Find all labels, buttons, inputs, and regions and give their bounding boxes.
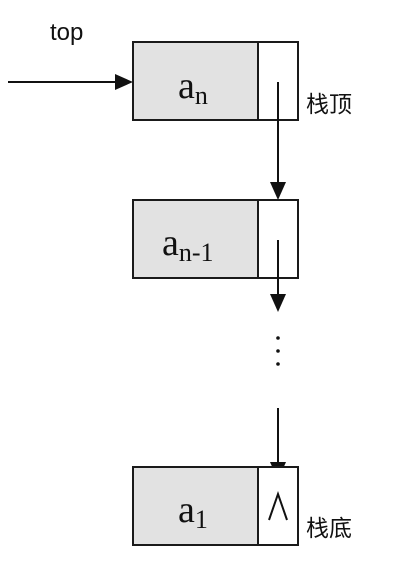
node-next-field: [257, 466, 299, 546]
stack-node-top: an: [132, 41, 299, 121]
node-label: an: [178, 65, 208, 110]
stack-top-label: 栈顶: [306, 92, 352, 118]
stack-node-bottom: a1: [132, 466, 299, 546]
node-data-field: [132, 466, 259, 546]
stack-node-second: an-1: [132, 199, 299, 279]
null-pointer-icon: [268, 490, 288, 521]
node-label: a1: [178, 489, 208, 534]
next-pointer-arrow: [270, 82, 286, 200]
next-pointer-arrow: [270, 240, 286, 312]
ellipsis-dots: [276, 336, 280, 366]
node-data-field: [132, 199, 259, 279]
stack-bottom-label: 栈底: [306, 516, 352, 542]
node-label: an-1: [162, 222, 214, 267]
top-pointer-arrow: [8, 74, 133, 90]
top-pointer-label: top: [50, 19, 83, 46]
